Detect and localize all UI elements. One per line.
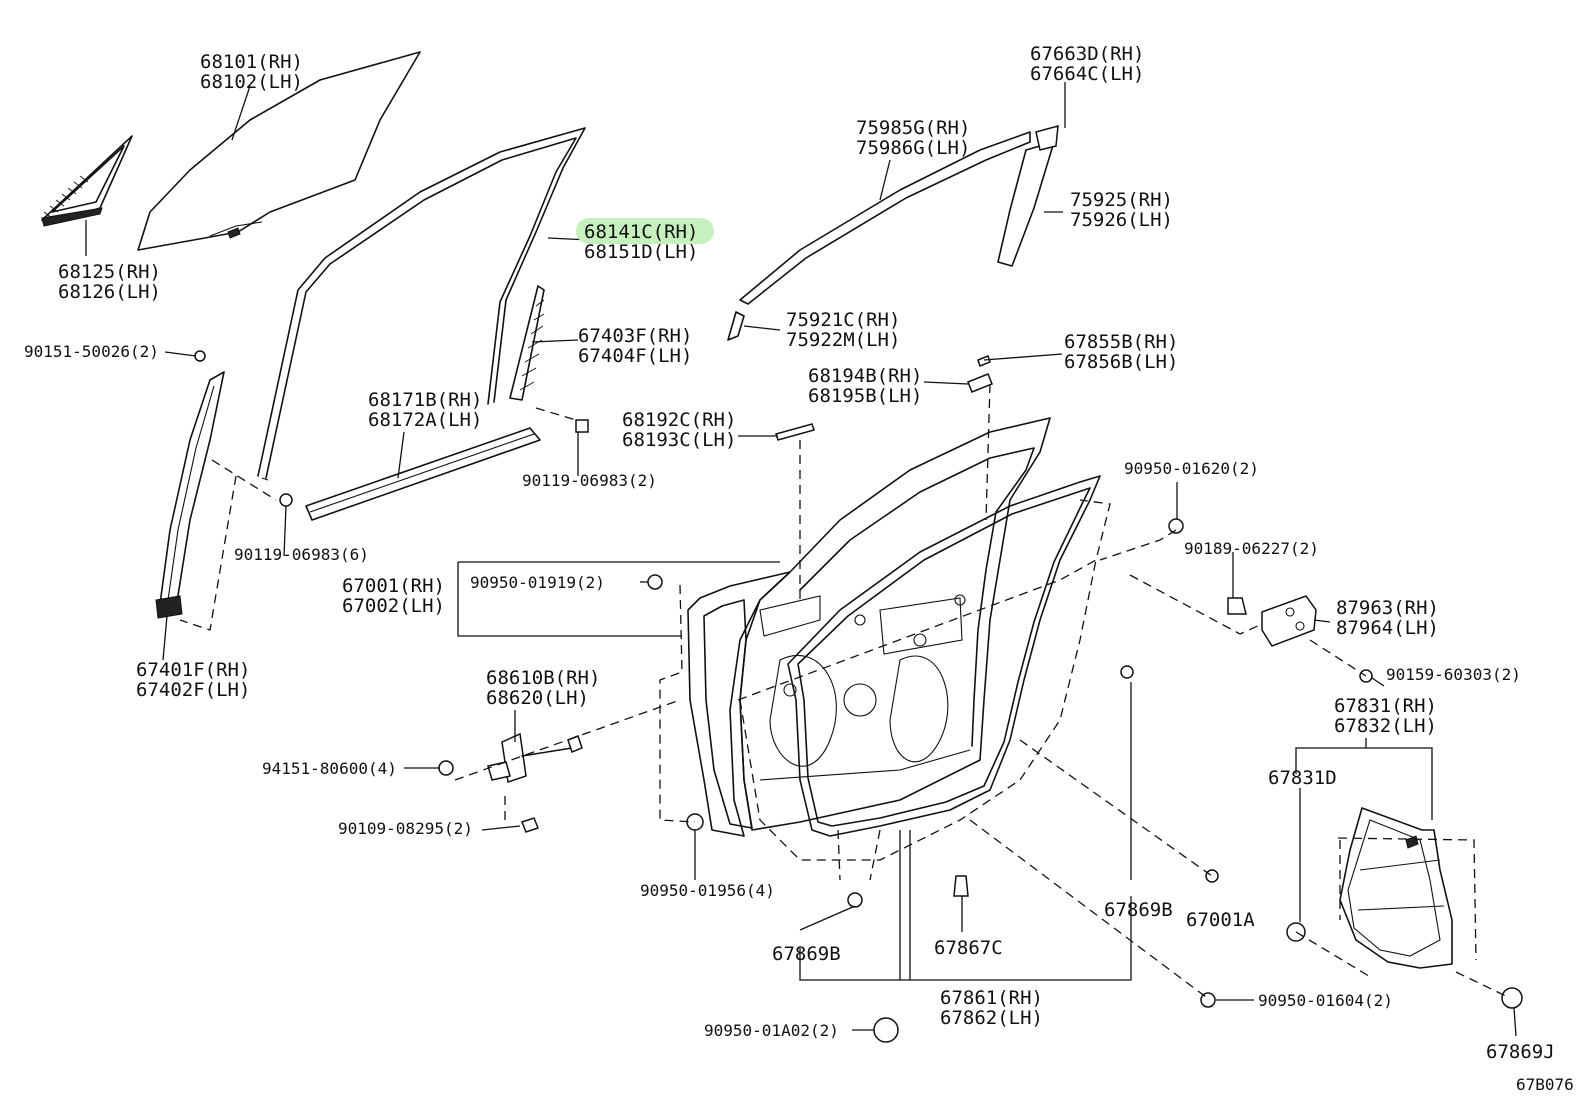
label-90950-01620: 90950-01620(2) [1124,459,1259,478]
label-75925: 75925(RH) [1070,189,1173,211]
rear-lower-sash-part[interactable] [509,285,545,401]
label-68102: 68102(LH) [200,71,303,93]
label-90950-01956: 90950-01956(4) [640,881,775,900]
label-67001: 67001(RH) [342,575,445,597]
label-67401f: 67401F(RH) [136,659,250,681]
door-check-part[interactable] [487,732,583,783]
label-90950-01604: 90950-01604(2) [1258,991,1393,1010]
pillar-garnish-part[interactable] [997,141,1055,267]
label-90151: 90151-50026(2) [24,342,159,361]
label-90119-6: 90119-06983(6) [234,545,369,564]
label-67832: 67832(LH) [1334,715,1437,737]
glass-run-weatherstrip-part[interactable] [257,127,586,481]
belt-weatherstrip-part[interactable] [305,427,541,521]
label-67831: 67831(RH) [1334,695,1437,717]
door-weatherstrip-part[interactable] [787,475,1101,837]
label-67861: 67861(RH) [940,987,1043,1009]
fastener-clips [194,350,1523,1043]
label-75922m: 75922M(LH) [786,329,900,351]
label-68141c: 68141C(RH) [584,221,698,243]
label-67404f: 67404F(LH) [578,345,692,367]
label-68192c: 68192C(RH) [622,409,736,431]
door-glass-part[interactable] [137,51,421,251]
label-68193c: 68193C(LH) [622,429,736,451]
page-code: 67B076 [1516,1075,1574,1094]
label-90950-01919: 90950-01919(2) [470,573,605,592]
front-lower-sash-part[interactable] [155,371,225,619]
door-panel-part[interactable] [687,417,1051,837]
label-67855b: 67855B(RH) [1064,331,1178,353]
label-67862: 67862(LH) [940,1007,1043,1029]
label-90189: 90189-06227(2) [1184,539,1319,558]
label-68151d: 68151D(LH) [584,241,698,263]
leader-lines [85,82,1517,1037]
window-bracket-part[interactable] [775,423,815,441]
corner-garnish-part[interactable] [1035,124,1059,151]
upper-frame-moulding-part[interactable] [739,131,1031,305]
label-90119-2: 90119-06983(2) [522,471,657,490]
frame-end-piece-part[interactable] [727,311,745,341]
label-68610b: 68610B(RH) [486,667,600,689]
label-68125: 68125(RH) [58,261,161,283]
label-90159: 90159-60303(2) [1386,665,1521,684]
label-87963: 87963(RH) [1336,597,1439,619]
highlight-68141c [576,218,714,244]
label-68172a: 68172A(LH) [368,409,482,431]
label-67001a: 67001A [1186,909,1255,931]
assembly-dashed-lines [179,383,1511,1001]
label-67664c: 67664C(LH) [1030,63,1144,85]
part-labels: 68101(RH) 68102(LH) 68125(RH) 68126(LH) … [24,43,1574,1094]
label-68620: 68620(LH) [486,687,589,709]
label-75921c: 75921C(RH) [786,309,900,331]
label-68195b: 68195B(LH) [808,385,922,407]
service-hole-cover-part[interactable] [1339,807,1453,969]
label-75985g: 75985G(RH) [856,117,970,139]
label-94151: 94151-80600(4) [262,759,397,778]
label-67663d: 67663D(RH) [1030,43,1144,65]
label-67831d: 67831D [1268,767,1337,789]
label-68194b: 68194B(RH) [808,365,922,387]
label-90109: 90109-08295(2) [338,819,473,838]
label-67869j: 67869J [1486,1041,1555,1063]
label-67869b-left: 67869B [772,943,841,965]
label-67402f: 67402F(LH) [136,679,250,701]
label-68101: 68101(RH) [200,51,303,73]
label-67869b-right: 67869B [1104,899,1173,921]
label-90950-01a02: 90950-01A02(2) [704,1021,839,1040]
label-67002: 67002(LH) [342,595,445,617]
label-67867c: 67867C [934,937,1003,959]
label-68171b: 68171B(RH) [368,389,482,411]
door-lock-striker-part[interactable] [1261,595,1317,647]
label-75986g: 75986G(LH) [856,137,970,159]
label-68126: 68126(LH) [58,281,161,303]
label-75926: 75926(LH) [1070,209,1173,231]
quarter-window-part[interactable] [41,135,133,227]
label-67856b: 67856B(LH) [1064,351,1178,373]
rear-bracket-part[interactable] [967,355,993,393]
label-87964: 87964(LH) [1336,617,1439,639]
label-67403f: 67403F(RH) [578,325,692,347]
service-hole-cover-outline [737,499,1111,861]
